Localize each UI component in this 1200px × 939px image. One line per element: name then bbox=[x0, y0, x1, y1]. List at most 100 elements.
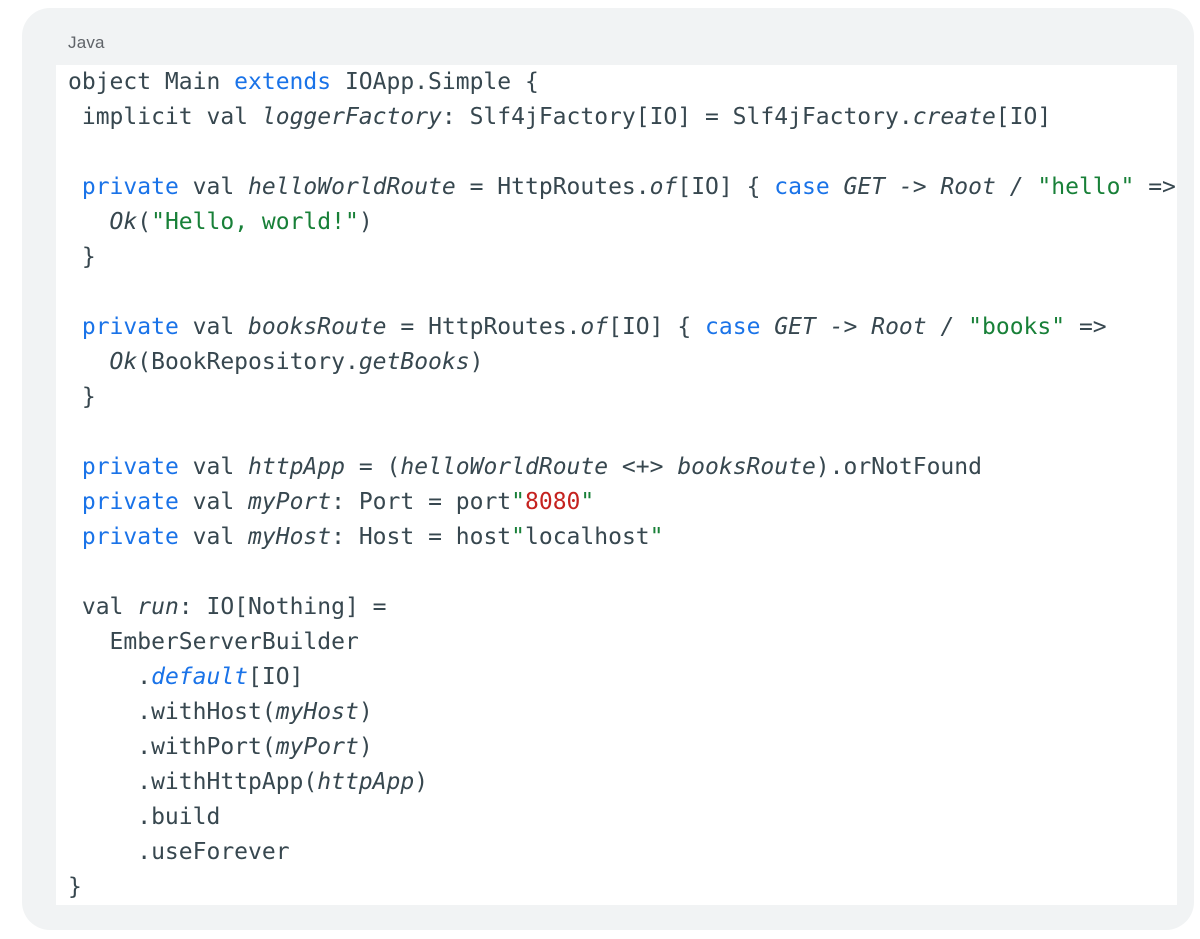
code-token: => bbox=[1065, 314, 1107, 340]
code-token: ) bbox=[469, 349, 484, 375]
code-token bbox=[68, 524, 82, 550]
code-token: GET -> Root / bbox=[843, 174, 1038, 200]
code-token: localhost bbox=[525, 524, 650, 550]
code-token: => bbox=[1134, 174, 1176, 200]
code-token: IOApp.Simple { bbox=[331, 69, 539, 95]
code-token: private bbox=[81, 314, 179, 340]
code-token: loggerFactory bbox=[261, 104, 442, 130]
code-token: of bbox=[649, 174, 678, 200]
code-token: } bbox=[68, 874, 82, 900]
code-token: [IO] bbox=[248, 664, 304, 690]
code-token: helloWorldRoute bbox=[248, 174, 456, 200]
code-token: : IO[Nothing] = bbox=[178, 594, 387, 620]
code-token bbox=[830, 174, 844, 200]
code-token: "Hello, world!" bbox=[151, 209, 359, 235]
code-token: ( bbox=[137, 209, 152, 235]
code-token: Ok bbox=[109, 209, 138, 235]
code-line: } bbox=[68, 870, 1177, 905]
code-token: [IO] { bbox=[677, 174, 775, 200]
code-line: private val helloWorldRoute = HttpRoutes… bbox=[68, 170, 1177, 205]
code-token: : Slf4jFactory[IO] = Slf4jFactory. bbox=[441, 104, 913, 130]
code-token: helloWorldRoute <+> booksRoute bbox=[400, 454, 816, 480]
code-token: httpApp bbox=[248, 454, 345, 480]
code-token: object Main bbox=[68, 69, 235, 95]
code-token: GET -> Root / bbox=[774, 314, 969, 340]
code-line: private val httpApp = (helloWorldRoute <… bbox=[68, 450, 1177, 485]
code-token: val bbox=[178, 489, 249, 515]
code-token: case bbox=[705, 314, 761, 340]
code-line: .withHost(myHost) bbox=[68, 695, 1177, 730]
code-token: " bbox=[511, 524, 526, 550]
code-line: EmberServerBuilder bbox=[68, 625, 1177, 660]
code-token: of bbox=[580, 314, 609, 340]
code-token: } bbox=[68, 384, 96, 410]
code-token: getBooks bbox=[358, 349, 470, 375]
code-line bbox=[68, 275, 1177, 310]
code-token: val bbox=[178, 524, 249, 550]
code-token: .withHttpApp( bbox=[68, 769, 318, 795]
code-line: Ok("Hello, world!") bbox=[68, 205, 1177, 240]
code-line: } bbox=[68, 380, 1177, 415]
code-token: .build bbox=[68, 804, 221, 830]
code-token: private bbox=[81, 174, 179, 200]
code-token: booksRoute bbox=[248, 314, 387, 340]
code-token: = HttpRoutes. bbox=[455, 174, 650, 200]
code-card: Java object Main extends IOApp.Simple { … bbox=[22, 8, 1194, 930]
code-line: Ok(BookRepository.getBooks) bbox=[68, 345, 1177, 380]
code-line: object Main extends IOApp.Simple { bbox=[68, 65, 1177, 100]
code-token: [IO] { bbox=[608, 314, 706, 340]
code-token: .useForever bbox=[68, 839, 290, 865]
code-token: " bbox=[649, 524, 664, 550]
code-token bbox=[68, 314, 82, 340]
code-token: myPort bbox=[275, 734, 359, 760]
code-token: } bbox=[68, 244, 96, 270]
code-token: ) bbox=[414, 769, 429, 795]
code-token: ) bbox=[358, 209, 373, 235]
code-token: .withHost( bbox=[68, 699, 276, 725]
code-token: : Port = port bbox=[331, 489, 512, 515]
code-line: private val booksRoute = HttpRoutes.of[I… bbox=[68, 310, 1177, 345]
code-block: object Main extends IOApp.Simple { impli… bbox=[56, 65, 1177, 905]
code-token: create bbox=[912, 104, 996, 130]
code-token: .withPort( bbox=[68, 734, 276, 760]
code-line bbox=[68, 415, 1177, 450]
code-line bbox=[68, 135, 1177, 170]
code-token: private bbox=[81, 454, 179, 480]
code-line: .useForever bbox=[68, 835, 1177, 870]
code-token: run bbox=[137, 594, 179, 620]
code-token: ) bbox=[358, 734, 373, 760]
code-token: extends bbox=[234, 69, 332, 95]
code-line: private val myPort: Port = port"8080" bbox=[68, 485, 1177, 520]
code-token: default bbox=[151, 664, 249, 690]
code-token: myHost bbox=[248, 524, 332, 550]
code-line bbox=[68, 555, 1177, 590]
code-token: val bbox=[178, 314, 249, 340]
code-token: case bbox=[774, 174, 830, 200]
code-token: [IO] bbox=[995, 104, 1052, 130]
code-token: private bbox=[81, 489, 179, 515]
code-line: implicit val loggerFactory: Slf4jFactory… bbox=[68, 100, 1177, 135]
code-token: httpApp bbox=[317, 769, 415, 795]
code-token bbox=[68, 209, 110, 235]
code-token bbox=[68, 454, 82, 480]
code-line: } bbox=[68, 240, 1177, 275]
code-token bbox=[68, 489, 82, 515]
code-token: ).orNotFound bbox=[815, 454, 982, 480]
code-token: myPort bbox=[248, 489, 332, 515]
code-token: . bbox=[68, 664, 152, 690]
code-token bbox=[68, 174, 82, 200]
code-line: .build bbox=[68, 800, 1177, 835]
code-token: implicit val bbox=[68, 104, 262, 130]
code-token: "hello" bbox=[1037, 174, 1135, 200]
code-token: myHost bbox=[275, 699, 359, 725]
code-token bbox=[68, 349, 110, 375]
code-token: " bbox=[580, 489, 595, 515]
code-token: " bbox=[511, 489, 526, 515]
code-line: private val myHost: Host = host"localhos… bbox=[68, 520, 1177, 555]
code-token: private bbox=[81, 524, 179, 550]
code-line: .default[IO] bbox=[68, 660, 1177, 695]
code-token: = HttpRoutes. bbox=[386, 314, 581, 340]
code-token: EmberServerBuilder bbox=[68, 629, 359, 655]
code-token: val bbox=[178, 174, 249, 200]
code-token bbox=[760, 314, 774, 340]
